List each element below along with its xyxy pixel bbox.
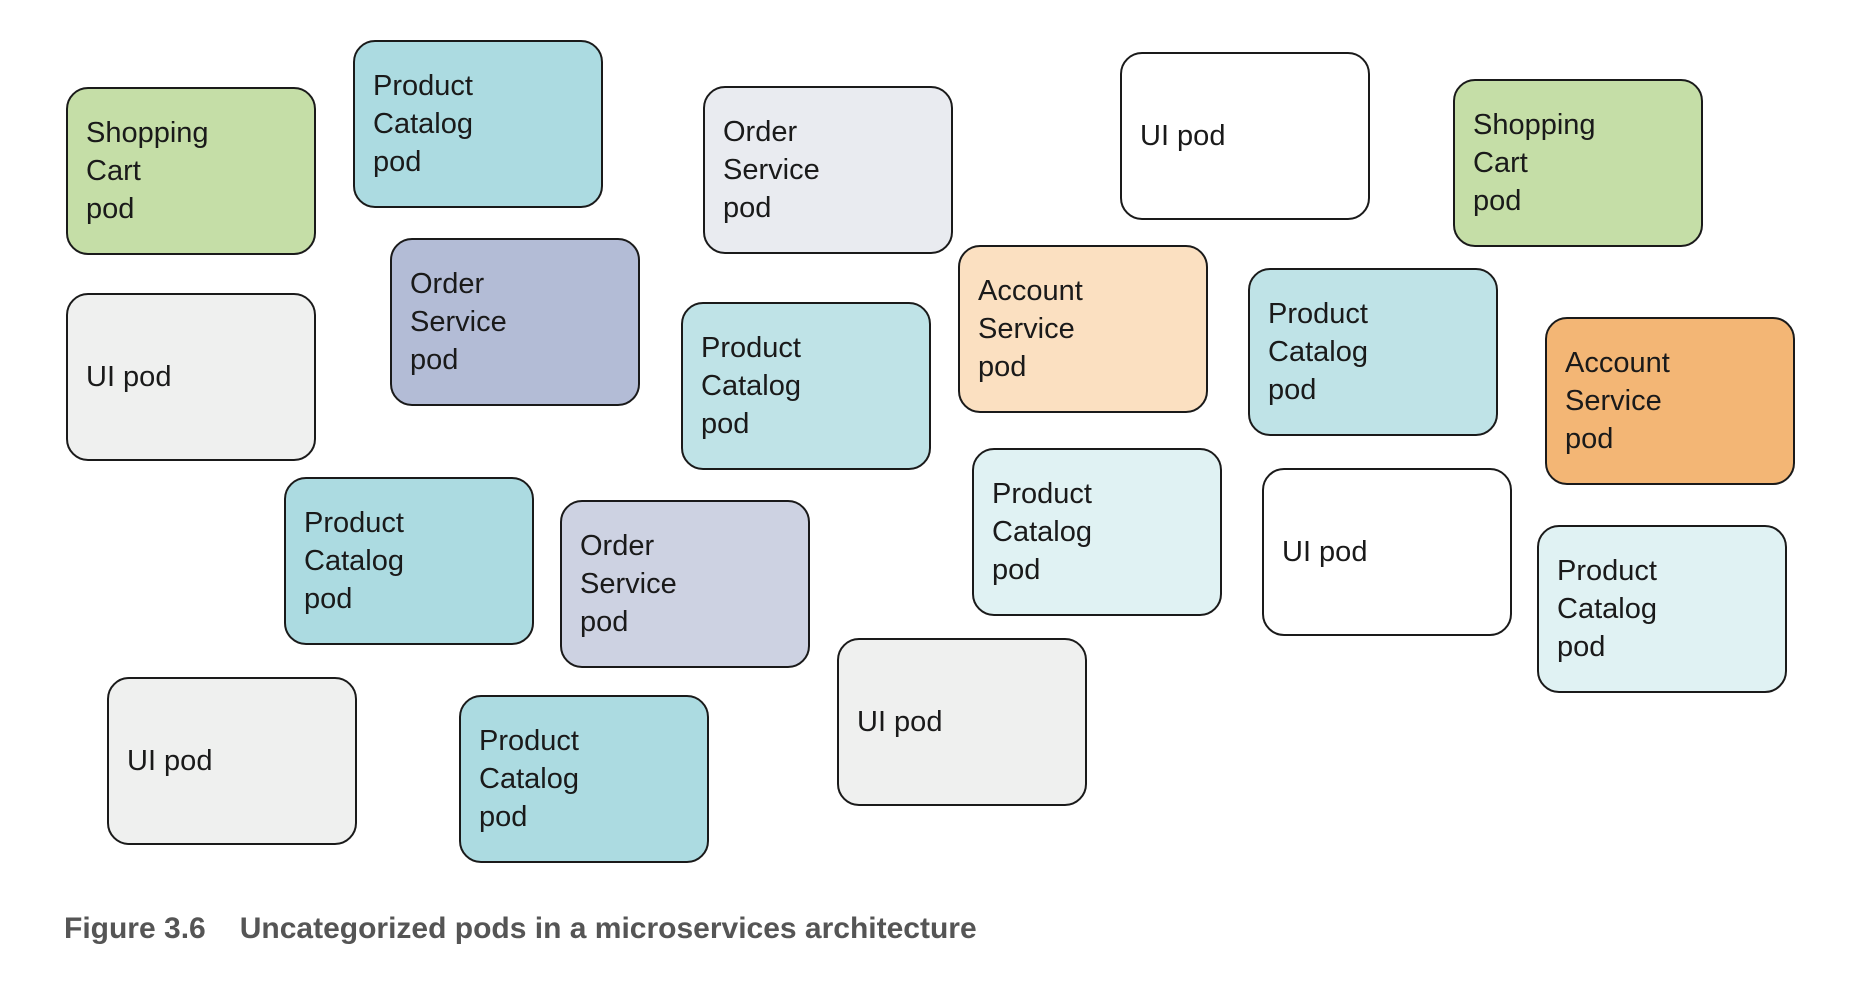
shopping-cart-pod: Shopping Cart pod [1453, 79, 1703, 247]
figure-caption: Figure 3.6 Uncategorized pods in a micros… [64, 912, 977, 946]
product-catalog-pod: Product Catalog pod [353, 40, 603, 208]
pod-label: Product Catalog pod [1268, 298, 1368, 406]
account-service-pod: Account Service pod [1545, 317, 1795, 485]
ui-pod: UI pod [1120, 52, 1370, 220]
product-catalog-pod: Product Catalog pod [459, 695, 709, 863]
order-service-pod: Order Service pod [560, 500, 810, 668]
pod-label: Order Service pod [723, 116, 820, 224]
ui-pod: UI pod [1262, 468, 1512, 636]
pod-label: Product Catalog pod [479, 725, 579, 833]
pod-label: Account Service pod [1565, 347, 1670, 455]
product-catalog-pod: Product Catalog pod [972, 448, 1222, 616]
pod-label: UI pod [857, 706, 943, 738]
pod-label: UI pod [1282, 536, 1368, 568]
shopping-cart-pod: Shopping Cart pod [66, 87, 316, 255]
order-service-pod: Order Service pod [390, 238, 640, 406]
pod-label: Product Catalog pod [373, 70, 473, 178]
pod-label: Product Catalog pod [1557, 555, 1657, 663]
ui-pod: UI pod [107, 677, 357, 845]
ui-pod: UI pod [837, 638, 1087, 806]
account-service-pod: Account Service pod [958, 245, 1208, 413]
pod-label: Shopping Cart pod [1473, 109, 1596, 217]
product-catalog-pod: Product Catalog pod [681, 302, 931, 470]
pod-label: Order Service pod [580, 530, 677, 638]
pod-label: Account Service pod [978, 275, 1083, 383]
pod-label: UI pod [127, 745, 213, 777]
ui-pod: UI pod [66, 293, 316, 461]
figure-number: Figure 3.6 [64, 912, 206, 945]
pod-label: Product Catalog pod [992, 478, 1092, 586]
order-service-pod: Order Service pod [703, 86, 953, 254]
product-catalog-pod: Product Catalog pod [284, 477, 534, 645]
product-catalog-pod: Product Catalog pod [1248, 268, 1498, 436]
pod-label: Order Service pod [410, 268, 507, 376]
pod-label: Product Catalog pod [701, 332, 801, 440]
pod-label: Product Catalog pod [304, 507, 404, 615]
pod-label: Shopping Cart pod [86, 117, 209, 225]
figure-caption-text: Uncategorized pods in a microservices ar… [239, 912, 977, 945]
product-catalog-pod: Product Catalog pod [1537, 525, 1787, 693]
pod-label: UI pod [86, 361, 172, 393]
pod-label: UI pod [1140, 120, 1226, 152]
